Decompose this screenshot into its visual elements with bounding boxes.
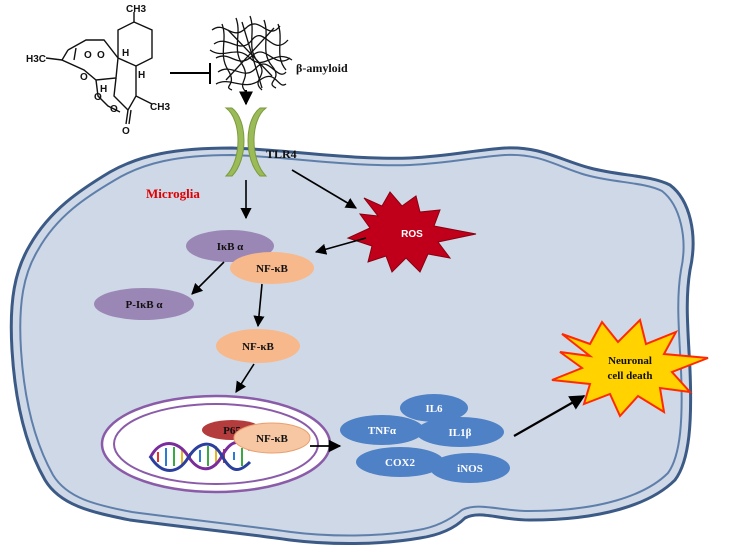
inos-node (430, 453, 510, 483)
nfkb-to-nucleus-arrow (235, 363, 255, 393)
il1-beta-node (416, 417, 504, 447)
tlr4-left-half (224, 107, 245, 177)
neuronal-death-label-line1: Neuronal (608, 355, 652, 367)
cytokine-cluster: IL6 TNFα IL1β COX2 iNOS (340, 394, 510, 483)
ros-to-nfkb-arrow (314, 237, 367, 255)
microglia-label: Microglia (146, 186, 200, 201)
ros-label: ROS (401, 229, 423, 240)
inhibition-arrow (170, 63, 211, 84)
beta-amyloid-label: β-amyloid (296, 61, 348, 75)
atom-ch3-bottom: CH3 (150, 102, 170, 113)
nfkb-free-node (216, 329, 300, 363)
atom-oxygen: O (84, 50, 92, 61)
atom-oxygen: O (94, 92, 102, 103)
artemisinin-molecule (45, 12, 153, 125)
molecule-bond (95, 79, 121, 113)
tlr4-to-ros-arrow (291, 169, 357, 209)
molecule-bond (135, 95, 153, 105)
ikb-to-pikb-arrow (191, 261, 225, 295)
inos-label: iNOS (457, 463, 483, 475)
ros-burst (346, 191, 477, 273)
tlr4-right-half (247, 107, 268, 177)
ikb-alpha-label: IκB α (217, 241, 244, 253)
nfkb-nuclear-node (233, 422, 311, 454)
atom-hydrogen: H (138, 70, 145, 81)
atom-oxygen: O (110, 104, 118, 115)
neuronal-death-label-line2: cell death (608, 370, 653, 382)
p-ikb-alpha-node (94, 288, 194, 320)
p-ikb-alpha-label: P-IκB α (126, 299, 164, 311)
molecule-bond (125, 109, 129, 125)
nfkb-nuclear-label: NF-κB (256, 433, 288, 445)
tnf-alpha-label: TNFα (368, 425, 397, 437)
atom-oxygen: O (80, 72, 88, 83)
molecule-bond (117, 21, 153, 67)
beta-amyloid-fibrils (209, 15, 293, 93)
tnf-alpha-node (340, 415, 424, 445)
cox2-node (356, 447, 444, 477)
neuronal-death-burst (551, 318, 709, 418)
cox2-label: COX2 (385, 457, 415, 469)
molecule-bond (128, 109, 132, 125)
molecule-bond (73, 47, 77, 61)
atom-carbonyl-oxygen: O (122, 126, 130, 137)
molecule-atom-labels: H3C CH3 CH3 O O O O O O H H H (26, 4, 170, 137)
il1-beta-label: IL1β (449, 427, 472, 439)
nfkb-free-label: NF-κB (242, 341, 274, 353)
il6-node (400, 394, 468, 422)
molecule-bond (45, 57, 63, 61)
tlr4-label: TLR4 (266, 147, 297, 161)
il6-label: IL6 (425, 403, 443, 415)
atom-oxygen: O (97, 50, 105, 61)
nfkb-complex-node (230, 252, 314, 284)
tlr4-receptor (224, 107, 268, 177)
atom-hydrogen: H (100, 84, 107, 95)
atom-ch3-top: CH3 (126, 4, 146, 15)
nfkb-complex-to-free-arrow (253, 283, 265, 328)
cell-membrane-inner (19, 153, 685, 537)
atom-hydrogen: H (122, 48, 129, 59)
cytokines-to-death-arrow (513, 395, 586, 437)
atom-h3c-left: H3C (26, 54, 46, 65)
nfkb-complex-label: NF-κB (256, 263, 288, 275)
